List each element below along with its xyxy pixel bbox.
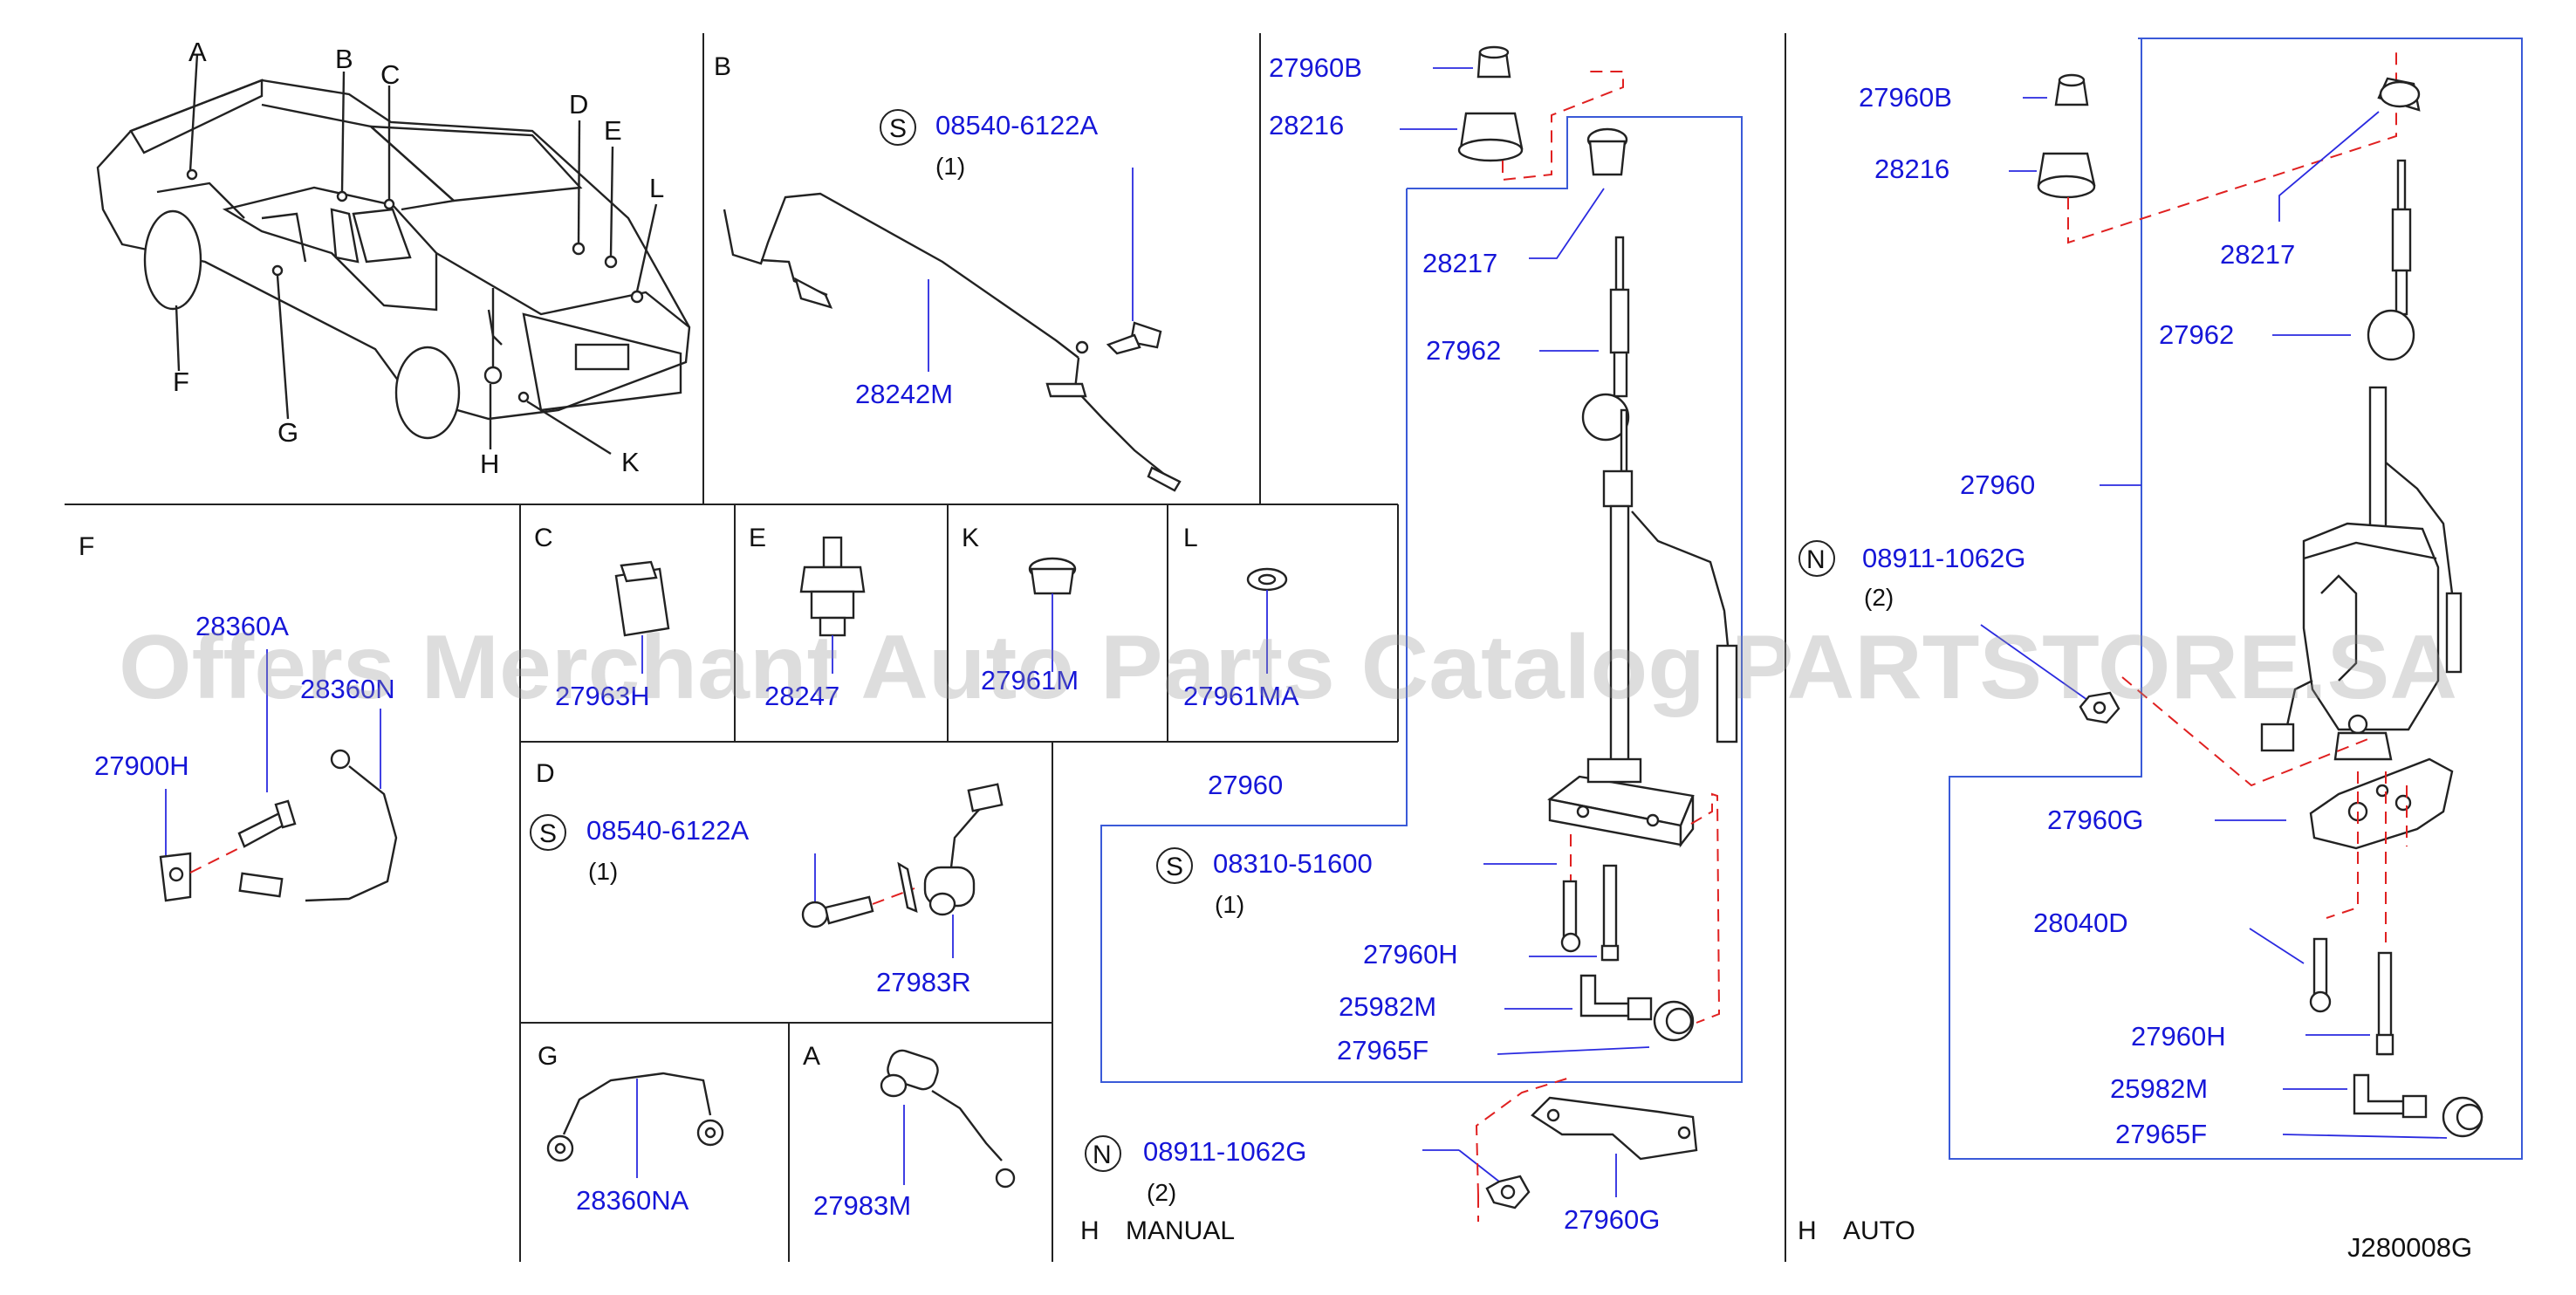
manual-part-27960: 27960	[1208, 770, 1283, 800]
auto-part-27960: 27960	[1960, 469, 2035, 500]
section-h-auto: 27960B 28216 28217 27962	[1798, 38, 2523, 1245]
auto-part-27965f: 27965F	[2115, 1119, 2207, 1149]
auto-part-28216: 28216	[1874, 154, 1949, 184]
section-a-title: A	[803, 1042, 820, 1071]
overview-letter-g: G	[277, 417, 298, 448]
section-l-part: 27961MA	[1183, 681, 1299, 711]
manual-section-title: MANUAL	[1126, 1216, 1235, 1245]
watermark: Offers Merchant Auto Parts Catalog PARTS…	[119, 617, 2457, 718]
section-c-part: 27963H	[555, 681, 650, 711]
overview-letter-f: F	[173, 367, 189, 397]
section-d-screw-code: S	[539, 819, 557, 848]
section-k-title: K	[962, 524, 979, 552]
section-g-part: 28360NA	[576, 1185, 689, 1216]
auto-nut-qty: (2)	[1864, 584, 1894, 611]
auto-nut-part: 08911-1062G	[1862, 543, 2025, 573]
manual-nut-qty: (2)	[1147, 1179, 1176, 1206]
manual-part-27960b: 27960B	[1269, 52, 1362, 83]
car-overview: A B C D E L F G H K	[96, 37, 691, 479]
section-f-part-2: 28360N	[300, 674, 395, 704]
auto-nut-code: N	[1806, 545, 1826, 574]
manual-part-27960g: 27960G	[1564, 1204, 1660, 1235]
section-b-title: B	[714, 52, 731, 81]
panel-frame	[65, 33, 1786, 1262]
manual-part-28217: 28217	[1422, 248, 1497, 278]
section-h-manual: 27960B 28216 28217 27962 27960 S	[1080, 45, 1743, 1245]
auto-part-27960b: 27960B	[1859, 82, 1952, 113]
section-d-screw-part: 08540-6122A	[586, 815, 749, 846]
overview-letter-l: L	[649, 173, 664, 203]
overview-letter-h: H	[480, 449, 499, 479]
manual-part-27965f: 27965F	[1337, 1035, 1428, 1065]
section-c-title: C	[534, 524, 553, 552]
section-k-part: 27961M	[981, 665, 1079, 695]
section-f-title: F	[79, 532, 94, 561]
section-b-cable-part: 28242M	[855, 379, 953, 409]
section-b: B S 08540-6122A (1) 28242M	[714, 52, 1182, 492]
section-k: K 27961M	[962, 524, 1079, 695]
manual-nut-code: N	[1093, 1141, 1112, 1169]
section-f-part-3: 27900H	[94, 750, 189, 781]
auto-part-27960h: 27960H	[2131, 1021, 2226, 1052]
section-c: C 27963H	[534, 524, 670, 711]
diagram-code: J280008G	[2347, 1232, 2472, 1263]
section-d-title: D	[536, 759, 555, 788]
section-f-part-1: 28360A	[195, 611, 289, 641]
section-l: L 27961MA	[1183, 524, 1299, 711]
section-d-part: 27983R	[876, 967, 971, 997]
section-d: D S 08540-6122A (1) 27983R	[530, 759, 1004, 997]
auto-section-letter: H	[1798, 1216, 1817, 1245]
section-d-screw-qty: (1)	[588, 858, 618, 885]
manual-screw-code: S	[1166, 853, 1183, 881]
manual-nut-part: 08911-1062G	[1143, 1136, 1306, 1167]
section-g-title: G	[538, 1042, 558, 1071]
auto-part-27960g: 27960G	[2047, 805, 2143, 835]
section-e-title: E	[749, 524, 766, 552]
overview-letter-e: E	[604, 115, 622, 146]
auto-part-28040d: 28040D	[2033, 908, 2128, 938]
manual-screw-qty: (1)	[1215, 891, 1244, 918]
overview-letter-b: B	[335, 44, 353, 74]
overview-letter-d: D	[569, 89, 588, 120]
auto-part-28217: 28217	[2220, 239, 2295, 270]
auto-part-27962: 27962	[2159, 319, 2234, 350]
section-a-part: 27983M	[813, 1190, 911, 1221]
manual-part-28216: 28216	[1269, 110, 1344, 140]
manual-part-27962: 27962	[1426, 335, 1501, 366]
section-b-screw-code: S	[889, 114, 907, 143]
section-a: A 27983M	[803, 1042, 1016, 1221]
manual-screw-part: 08310-51600	[1213, 848, 1373, 879]
section-g: G 28360NA	[538, 1042, 724, 1216]
manual-part-25982m: 25982M	[1339, 991, 1436, 1022]
overview-letter-a: A	[188, 37, 207, 67]
manual-section-letter: H	[1080, 1216, 1100, 1245]
overview-letter-c: C	[380, 59, 400, 90]
auto-part-25982m: 25982M	[2110, 1073, 2208, 1104]
section-f: F 28360A 28360N 27900H	[79, 532, 398, 902]
section-b-screw-part: 08540-6122A	[935, 110, 1098, 140]
section-e: E 28247	[749, 524, 866, 711]
section-b-screw-qty: (1)	[935, 153, 965, 180]
manual-part-27960h: 27960H	[1363, 939, 1458, 970]
auto-section-title: AUTO	[1843, 1216, 1915, 1245]
overview-letter-k: K	[621, 447, 640, 477]
section-l-title: L	[1183, 524, 1198, 552]
section-e-part: 28247	[764, 681, 839, 711]
